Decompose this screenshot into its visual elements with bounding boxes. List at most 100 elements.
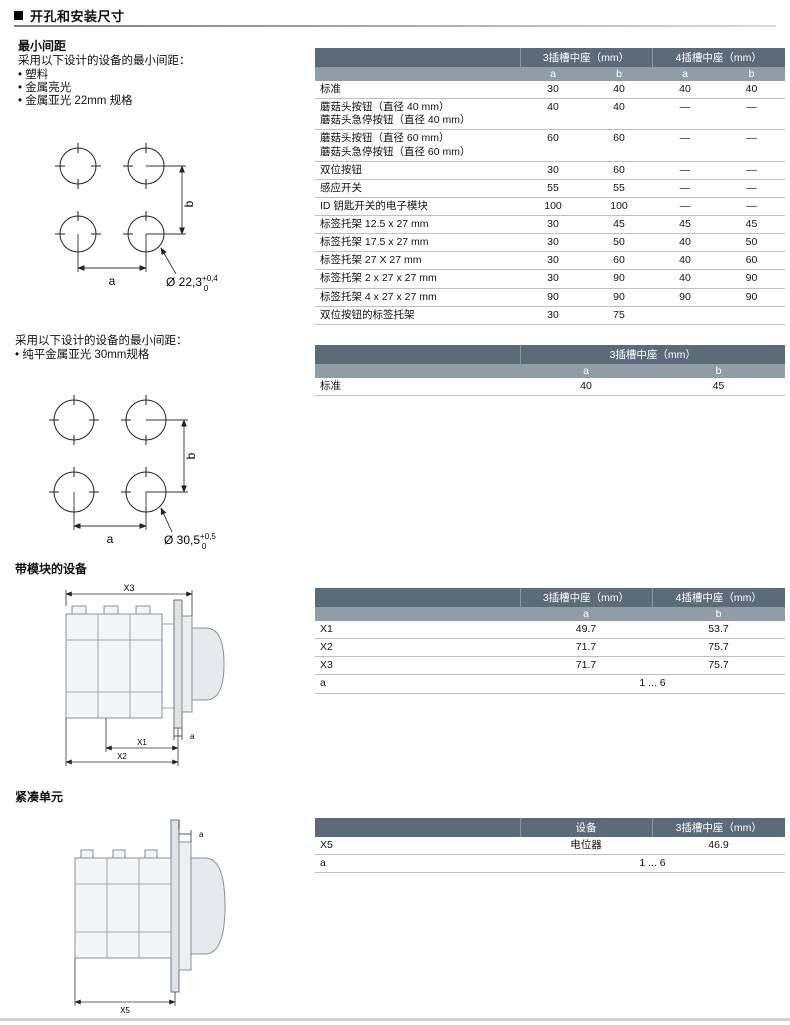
cell-value: 60: [586, 129, 652, 162]
column-sub-label: b: [652, 364, 785, 378]
column-group-label: 3插槽中座（mm）: [651, 818, 785, 837]
flat-spacing-intro: 采用以下设计的设备的最小间距：: [15, 335, 188, 347]
column-group-label: 3插槽中座（mm）: [519, 588, 652, 607]
cell-value: 75.7: [652, 638, 785, 658]
compact-unit-drawing: a X5: [74, 819, 226, 1015]
column-sub-label: a: [520, 67, 586, 81]
table-group-header-row: 3插槽中座（mm）4插槽中座（mm）: [315, 588, 785, 607]
row-label: ID 钥匙开关的电子模块: [315, 197, 520, 217]
column-sub-label: b: [652, 607, 785, 621]
bullet-item-plastic: 塑料: [18, 66, 48, 82]
column-sub-label: b: [718, 67, 785, 81]
actuator-flange: [178, 841, 192, 971]
cell-value: —: [652, 179, 718, 198]
column-sub-label: b: [586, 67, 652, 81]
dim-b-label: b: [182, 200, 196, 207]
actuator-cap: [190, 857, 226, 955]
cell-value: 40: [652, 233, 718, 253]
subheader-spacer-cell: [315, 67, 520, 81]
header-spacer-cell: [315, 588, 520, 607]
compact-unit-heading: 紧凑单元: [15, 790, 64, 804]
cell-value: 49.7: [520, 621, 652, 640]
row-label: 双位按钮的标签托架: [315, 306, 520, 325]
cell-value: 90: [718, 288, 785, 307]
cell-value: 71.7: [520, 638, 652, 658]
actuator-flange: [181, 615, 193, 713]
cell-value: 75: [586, 306, 652, 325]
tolerance-lower: 0: [204, 284, 209, 293]
min-spacing-intro: 采用以下设计的设备的最小间距：: [18, 55, 191, 67]
hole-circles: [54, 142, 170, 258]
cell-value: 45: [652, 215, 718, 235]
dim-x5-label: X5: [120, 1006, 130, 1015]
bullet-item-metal-matt-22: 金属亚光 22mm 规格: [18, 92, 132, 108]
cell-value: 45: [586, 215, 652, 235]
mounting-panel: [173, 599, 183, 729]
table-group-header-row: 3插槽中座（mm）: [315, 345, 785, 364]
cell-value: 90: [718, 269, 785, 289]
column-group-label: 3插槽中座（mm）: [519, 345, 785, 364]
section-marker-square: [14, 11, 23, 20]
cell-value: 50: [718, 233, 785, 253]
column-sub-label: a: [520, 607, 652, 621]
subheader-spacer-cell: [315, 364, 520, 378]
header-spacer-cell: [315, 345, 520, 364]
cell-value: 60: [520, 129, 586, 162]
mounting-panel: [170, 819, 180, 993]
row-label: 标签托架 2 x 27 x 27 mm: [315, 269, 520, 289]
cell-value: 40: [586, 98, 652, 131]
cell-value: [652, 306, 718, 325]
cell-value: 90: [652, 288, 718, 307]
page-header: 开孔和安装尺寸: [14, 6, 125, 25]
dim-x3-label: X3: [123, 583, 134, 593]
with-modules-heading: 带模块的设备: [15, 562, 88, 576]
cell-value: [718, 306, 785, 325]
cell-value: 60: [586, 161, 652, 180]
column-group-label: 4插槽中座（mm）: [651, 48, 785, 67]
tolerance-upper: +0,5: [200, 532, 216, 541]
cell-value: 100: [520, 197, 586, 217]
dim-b-label: b: [184, 452, 198, 459]
device-body: [65, 605, 163, 719]
header-spacer-cell: [315, 48, 520, 67]
cell-value: 1 ... 6: [520, 674, 785, 694]
cell-value: 90: [520, 288, 586, 307]
table-group-header-row: 3插槽中座（mm）4插槽中座（mm）: [315, 48, 785, 67]
row-label: 标签托架 27 X 27 mm: [315, 251, 520, 271]
cell-value: 30: [520, 269, 586, 289]
dim-x1-label: X1: [137, 738, 147, 747]
cell-value: —: [652, 98, 718, 131]
bullet-item-metal-shiny: 金属亮光: [18, 79, 71, 95]
module-device-drawing: X3 a X1 X2: [65, 583, 225, 766]
tolerance-lower: 0: [202, 542, 207, 551]
row-label: 标签托架 12.5 x 27 mm: [315, 215, 520, 235]
diameter-value: Ø 22,3: [166, 275, 202, 289]
cell-value: 40: [520, 378, 652, 397]
dimension-lines: [65, 590, 193, 766]
dimension-lines: [77, 165, 186, 275]
cell-value: 30: [520, 161, 586, 180]
cell-value: 45: [652, 378, 785, 397]
row-label: 标签托架 17.5 x 27 mm: [315, 233, 520, 253]
column-sub-label: a: [652, 67, 718, 81]
